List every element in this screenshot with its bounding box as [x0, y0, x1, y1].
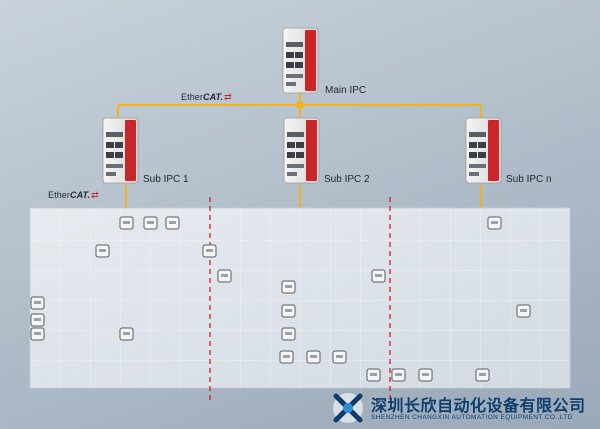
ethercat-arrows-icon: ⇄ — [91, 190, 99, 200]
io-module-19 — [332, 350, 347, 364]
io-module-4 — [487, 216, 502, 230]
sub-ipc-1-label: Sub IPC 1 — [143, 174, 189, 185]
io-module-12 — [516, 304, 531, 318]
sub-ipc-n-device — [465, 117, 502, 184]
sub-ipc-2-label: Sub IPC 2 — [324, 174, 370, 185]
floor-panel — [29, 207, 571, 389]
main-ipc-label: Main IPC — [325, 85, 367, 96]
io-module-13 — [30, 313, 45, 327]
io-module-8 — [281, 280, 296, 294]
io-module-1 — [119, 216, 134, 230]
segment-dividers — [209, 197, 391, 402]
io-module-2 — [143, 216, 158, 230]
io-module-14 — [119, 327, 134, 341]
io-modules — [30, 216, 531, 382]
company-name-en: SHENZHEN CHANGXIN AUTOMATION EQUIPMENT C… — [371, 414, 573, 421]
io-module-21 — [391, 368, 406, 382]
io-module-17 — [279, 350, 294, 364]
io-module-18 — [306, 350, 321, 364]
io-module-7 — [217, 269, 232, 283]
ipc-devices — [102, 27, 502, 184]
sub-ipc-1-device — [102, 117, 139, 184]
io-module-11 — [281, 304, 296, 318]
io-module-6 — [202, 244, 217, 258]
io-module-22 — [418, 368, 433, 382]
io-module-10 — [30, 296, 45, 310]
io-module-5 — [95, 244, 110, 258]
io-module-16 — [30, 327, 45, 341]
ethercat-arrows-icon: ⇄ — [224, 92, 232, 102]
io-module-23 — [475, 368, 490, 382]
company-name-cn: 深圳长欣自动化设备有限公司 — [371, 396, 586, 415]
io-module-15 — [281, 327, 296, 341]
io-module-3 — [165, 216, 180, 230]
main-ipc-device — [282, 27, 319, 94]
sub-ipc-n-label: Sub IPC n — [506, 174, 552, 185]
io-module-20 — [366, 368, 381, 382]
sub-ipc-2-device — [283, 117, 320, 184]
io-module-9 — [371, 269, 386, 283]
ethercat-label-top: EtherCAT.⇄ — [181, 92, 232, 102]
ethercat-label-left: EtherCAT.⇄ — [48, 190, 99, 200]
company-logo-icon — [333, 393, 363, 423]
bus-junction-node — [296, 101, 304, 109]
